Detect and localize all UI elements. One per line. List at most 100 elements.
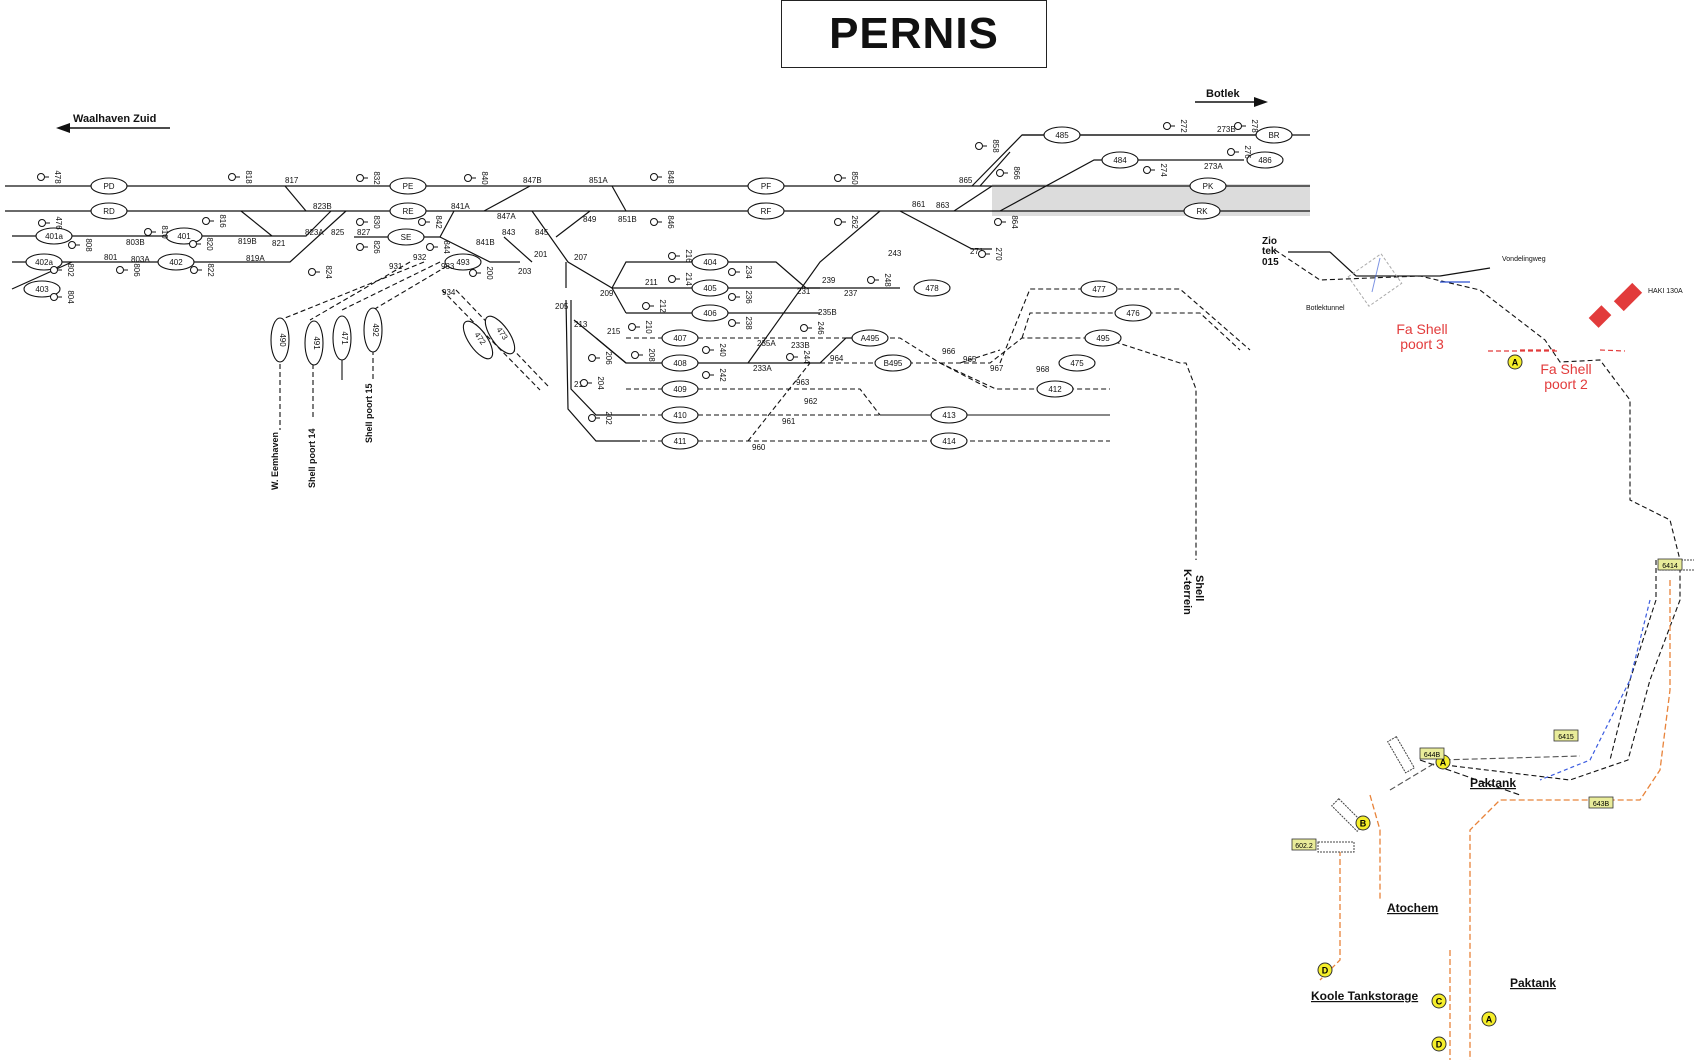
signal-236: 236 <box>728 290 753 304</box>
track-section-405: 405 <box>691 279 729 297</box>
marker-letter: A <box>1486 1015 1493 1025</box>
signal-label: 278 <box>1250 119 1259 133</box>
track-section-label: A495 <box>861 334 880 343</box>
track-section-label: 486 <box>1258 156 1272 165</box>
switch-label: 847A <box>497 212 516 221</box>
switch-label: 207 <box>574 253 588 262</box>
red-label-line: poort 2 <box>1544 376 1588 392</box>
box-label: 6415 <box>1558 734 1574 741</box>
switch-label: 827 <box>357 228 371 237</box>
track-section-404: 404 <box>691 253 729 271</box>
box-643B: 643B <box>1588 796 1614 809</box>
signal-826: 826 <box>356 240 381 254</box>
signal-label: 848 <box>666 170 675 184</box>
track-section-485: 485 <box>1043 126 1081 144</box>
signal-label: 824 <box>324 265 333 279</box>
marker-letter: A <box>1512 358 1519 368</box>
track-section-label: BR <box>1268 131 1279 140</box>
track-section-472: 472 <box>462 320 494 360</box>
switch-label: 801 <box>104 253 118 262</box>
track-section-478: 478 <box>913 279 951 297</box>
signal-label: 830 <box>372 215 381 229</box>
location-label: Paktank <box>1470 776 1516 790</box>
track-section-407: 407 <box>661 329 699 347</box>
signal-206: 206 <box>588 351 613 365</box>
track-section-492: 492 <box>363 307 383 353</box>
signal-478: 478 <box>37 170 62 184</box>
switch-label: 273A <box>1204 162 1223 171</box>
page-title: PERNIS <box>829 9 999 58</box>
signal-label: 246 <box>816 321 825 335</box>
track-section-label: PD <box>103 182 114 191</box>
signal-label: 276 <box>1243 145 1252 159</box>
vondelingweg-label: Vondelingweg <box>1502 256 1546 263</box>
track-section-label: 410 <box>673 411 687 420</box>
track-section-label: RK <box>1196 207 1208 216</box>
signal-202: 202 <box>588 411 613 425</box>
east-direction-label: Botlek <box>1206 88 1241 100</box>
switch-label: 851A <box>589 176 608 185</box>
switch-label: 803B <box>126 238 145 247</box>
track-section-PF: PF <box>747 177 785 195</box>
track-section-label: 485 <box>1055 131 1069 140</box>
signal-label: 820 <box>205 237 214 251</box>
track-section-label: PF <box>761 182 771 191</box>
switch-label: 213 <box>574 320 588 329</box>
track-section-label: 476 <box>1126 309 1140 318</box>
ziotek-3: 015 <box>1262 257 1279 268</box>
track-section-477: 477 <box>1080 280 1118 298</box>
k-terrein-label: Shell K-terrein <box>1181 569 1205 615</box>
signal-label: 804 <box>66 290 75 304</box>
signal-label: 262 <box>850 215 859 229</box>
track-section-label: 409 <box>673 385 687 394</box>
switch-label: 237 <box>844 289 858 298</box>
signal-272: 272 <box>1163 119 1188 133</box>
switch-label: 841A <box>451 202 470 211</box>
switch-label: 211 <box>645 278 658 287</box>
switch-label: 965 <box>963 355 977 364</box>
track-section-406: 406 <box>691 304 729 322</box>
switch-label: 963 <box>796 378 810 387</box>
signal-label: 818 <box>244 170 253 184</box>
switch-label: 243 <box>888 249 902 258</box>
signal-208: 208 <box>631 348 656 362</box>
signal-210: 210 <box>628 320 653 334</box>
signal-840: 840 <box>464 171 489 185</box>
track-section-label: 402 <box>169 258 183 267</box>
signal-212: 212 <box>642 299 667 313</box>
track-section-label: 492 <box>371 323 380 337</box>
signal-476: 476 <box>38 216 63 230</box>
red-label-line: poort 3 <box>1400 336 1444 352</box>
signal-866: 866 <box>996 166 1021 180</box>
switch-label: 233B <box>791 341 810 350</box>
branch-label: Shell poort 14 <box>307 428 317 488</box>
track-section-401: 401 <box>165 227 203 245</box>
marker-D: D <box>1317 962 1333 978</box>
k-terrein-line-2: K-terrein <box>1181 569 1193 615</box>
switch-label: 231 <box>797 287 811 296</box>
signal-label: 808 <box>84 238 93 252</box>
branch-label: W. Eemhaven <box>270 432 280 490</box>
switch-label: 843 <box>502 228 516 237</box>
switch-label: 235A <box>757 339 776 348</box>
signal-label: 864 <box>1010 215 1019 229</box>
track-section-label: 401a <box>45 232 63 241</box>
signal-816: 816 <box>202 214 227 228</box>
signal-label: 200 <box>485 266 494 280</box>
signal-246: 246 <box>800 321 825 335</box>
signal-label: 840 <box>480 171 489 185</box>
signal-864: 864 <box>994 215 1019 229</box>
box-602.2: 602.2 <box>1291 838 1317 851</box>
page-title-box: PERNIS <box>781 0 1047 68</box>
track-section-label: 495 <box>1096 334 1110 343</box>
track-section-PD: PD <box>90 177 128 195</box>
track-section-RF: RF <box>747 202 785 220</box>
switch-label: 933 <box>441 262 455 271</box>
track-section-410: 410 <box>661 406 699 424</box>
track-section-label: RF <box>761 207 772 216</box>
switch-label: 233A <box>753 364 772 373</box>
signal-label: 272 <box>1179 119 1188 133</box>
track-section-491: 491 <box>304 320 324 366</box>
